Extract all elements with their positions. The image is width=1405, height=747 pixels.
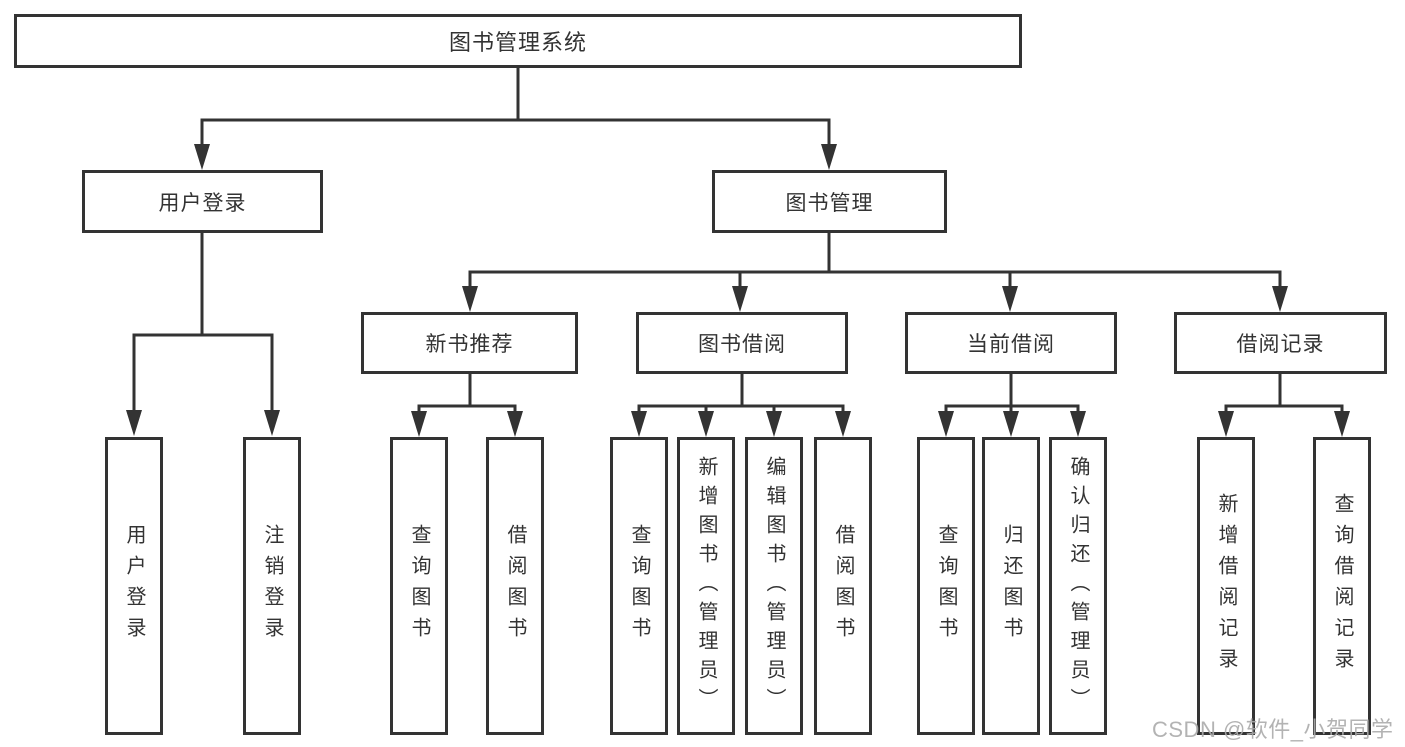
edge-currentborrow-to-leaves — [944, 374, 1080, 414]
arrow-down-icon — [194, 144, 210, 170]
leaf-logout: 注销登录 — [243, 437, 301, 735]
arrow-down-icon — [507, 411, 523, 437]
leaf-user-login: 用户登录 — [105, 437, 163, 735]
arrow-down-icon — [835, 411, 851, 437]
arrow-down-icon — [1002, 286, 1018, 312]
arrowheads — [126, 144, 1350, 437]
node-book-management: 图书管理 — [712, 170, 947, 233]
arrow-down-icon — [126, 410, 142, 436]
arrow-down-icon — [1070, 411, 1086, 437]
arrow-down-icon — [462, 286, 478, 312]
arrow-down-icon — [1334, 411, 1350, 437]
edge-userlogin-to-leaves — [132, 233, 274, 412]
node-root: 图书管理系统 — [14, 14, 1022, 68]
leaf-cb-query-books: 查询图书 — [917, 437, 975, 735]
edge-newbook-to-leaves — [417, 374, 517, 414]
arrow-down-icon — [264, 410, 280, 436]
edge-bookmgmt-to-level3 — [468, 233, 1282, 290]
node-book-borrowing: 图书借阅 — [636, 312, 848, 374]
arrow-down-icon — [732, 286, 748, 312]
leaf-br-add-record: 新增借阅记录 — [1197, 437, 1255, 735]
arrow-down-icon — [1218, 411, 1234, 437]
edge-records-to-leaves — [1224, 374, 1344, 414]
leaf-cb-return-books: 归还图书 — [982, 437, 1040, 735]
arrow-down-icon — [631, 411, 647, 437]
leaf-nbr-query-books: 查询图书 — [390, 437, 448, 735]
arrow-down-icon — [698, 411, 714, 437]
leaf-cb-confirm-return-admin: 确认归还（管理员） — [1049, 437, 1107, 735]
leaf-bb-edit-books-admin: 编辑图书（管理员） — [745, 437, 803, 735]
arrow-down-icon — [411, 411, 427, 437]
edge-root-to-level2 — [200, 68, 831, 146]
arrow-down-icon — [766, 411, 782, 437]
leaf-nbr-borrow-books: 借阅图书 — [486, 437, 544, 735]
node-user-login: 用户登录 — [82, 170, 323, 233]
arrow-down-icon — [821, 144, 837, 170]
leaf-bb-add-books-admin: 新增图书（管理员） — [677, 437, 735, 735]
leaf-br-query-record: 查询借阅记录 — [1313, 437, 1371, 735]
arrow-down-icon — [1272, 286, 1288, 312]
edge-bookborrow-to-leaves — [637, 374, 845, 414]
csdn-watermark: CSDN @软件_小贺同学 — [1152, 717, 1394, 742]
leaf-bb-query-books: 查询图书 — [610, 437, 668, 735]
node-borrowing-records: 借阅记录 — [1174, 312, 1387, 374]
leaf-bb-borrow-books: 借阅图书 — [814, 437, 872, 735]
arrow-down-icon — [1003, 411, 1019, 437]
node-new-book-recommendation: 新书推荐 — [361, 312, 578, 374]
node-current-borrowing: 当前借阅 — [905, 312, 1117, 374]
arrow-down-icon — [938, 411, 954, 437]
